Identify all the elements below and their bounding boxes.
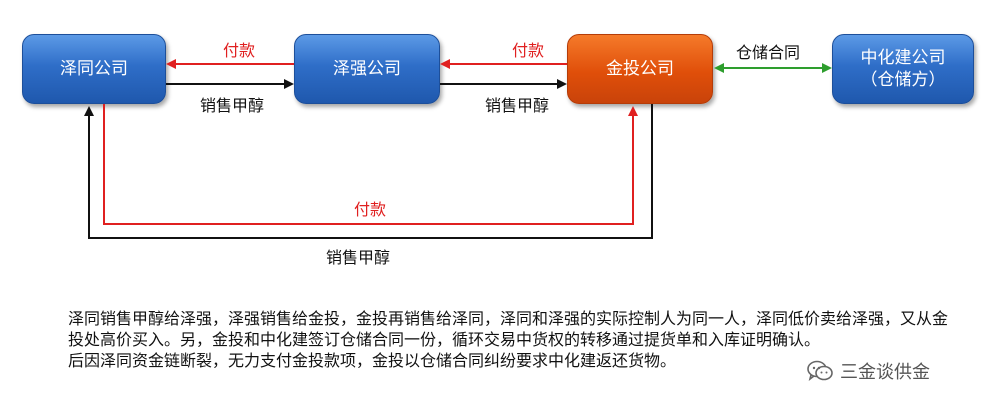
label-pay-top-right: 付款 — [512, 41, 545, 60]
label-warehouse-contract: 仓储合同 — [736, 43, 801, 62]
node-zhonghuajian-line2: （仓储方） — [860, 70, 946, 90]
arrow-pay-zetong-to-jintou — [103, 104, 638, 225]
node-zeqiang-label: 泽强公司 — [333, 59, 401, 79]
description-paragraph-1: 泽同销售甲醇给泽强，泽强销售给金投，金投再销售给泽同，泽同和泽强的实际控制人为同… — [68, 309, 949, 349]
node-zetong-label: 泽同公司 — [60, 59, 128, 79]
node-zeqiang: 泽强公司 — [294, 34, 440, 104]
description-text: 泽同销售甲醇给泽强，泽强销售给金投，金投再销售给泽同，泽同和泽强的实际控制人为同… — [68, 308, 948, 371]
label-sell-bottom: 销售甲醇 — [326, 248, 391, 267]
label-pay-top-left: 付款 — [223, 41, 256, 60]
description-paragraph-2: 后因泽同资金链断裂，无力支付金投款项，金投以仓储合同纠纷要求中化建返还货物。 — [68, 351, 677, 370]
node-zetong: 泽同公司 — [22, 34, 166, 104]
label-pay-bottom: 付款 — [354, 200, 387, 219]
node-zhonghuajian-line1: 中化建公司 — [860, 48, 946, 68]
node-jintou: 金投公司 — [567, 34, 713, 104]
label-sell-top-right: 销售甲醇 — [485, 96, 550, 115]
watermark: 三金谈供金 — [806, 358, 930, 384]
label-sell-top-left: 销售甲醇 — [200, 96, 265, 115]
node-jintou-label: 金投公司 — [606, 59, 674, 79]
arrow-sell-jintou-to-zetong — [84, 104, 653, 239]
wechat-icon — [807, 360, 833, 381]
node-zhonghuajian: 中化建公司 （仓储方） — [832, 34, 974, 104]
watermark-text: 三金谈供金 — [840, 362, 930, 383]
